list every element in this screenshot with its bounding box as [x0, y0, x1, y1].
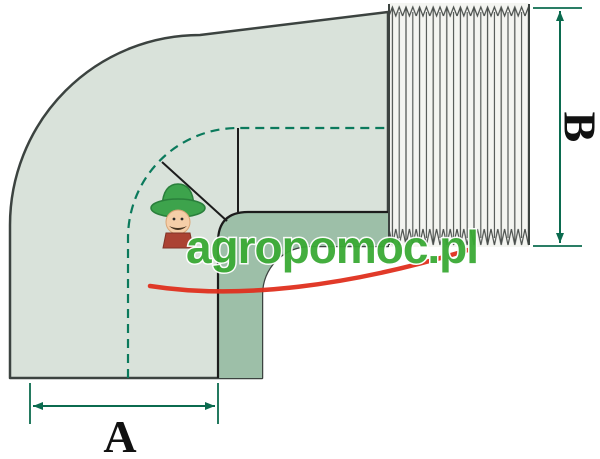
threaded-section — [388, 3, 530, 247]
thread-pattern — [389, 3, 529, 247]
watermark-underline-swoosh — [147, 247, 471, 294]
dimension-a-label: A — [103, 411, 136, 459]
mascot-torso — [162, 232, 194, 249]
watermark: agropomoc.pl — [147, 183, 481, 294]
inner-corner-fillet — [218, 212, 388, 378]
mascot-eye-left — [172, 217, 176, 221]
mascot-eye-right — [180, 217, 184, 221]
mascot-mustache — [169, 226, 187, 230]
watermark-text: agropomoc.pl — [186, 221, 478, 273]
hidden-bore-line — [126, 126, 388, 378]
elbow-body — [8, 10, 390, 380]
watermark-mascot-icon — [150, 183, 206, 249]
dimension-b: B — [533, 7, 600, 247]
chamfer-line — [161, 161, 228, 222]
dimension-b-label: B — [554, 112, 600, 143]
dimension-a: A — [29, 383, 219, 459]
